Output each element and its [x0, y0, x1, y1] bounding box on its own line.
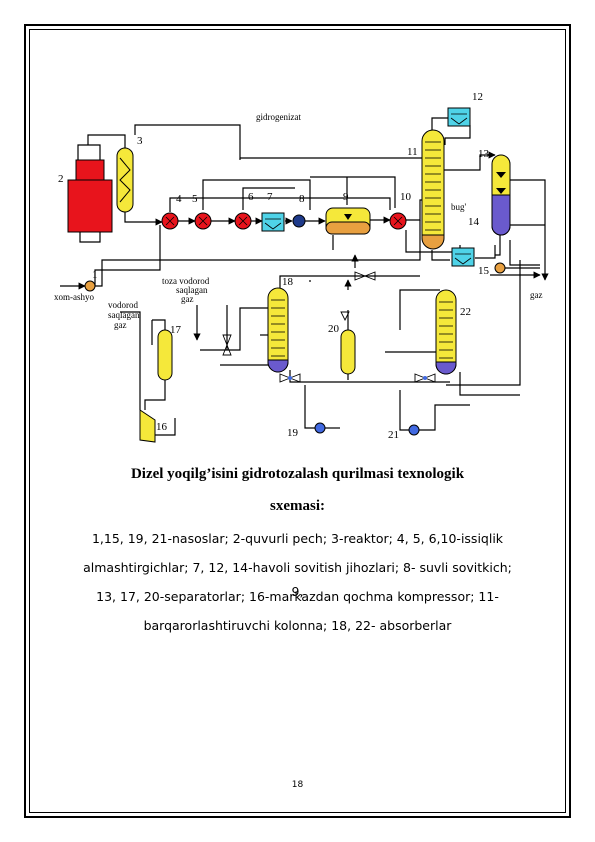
label-18: 18: [282, 276, 294, 288]
furnace-2: [67, 159, 113, 233]
label-13: 13: [478, 148, 490, 160]
stream-xom-ashyo: xom-ashyo: [54, 292, 94, 302]
air-cooler-7: [261, 212, 285, 232]
absorber-18: [267, 287, 289, 373]
stabilizing-column-11: [421, 129, 445, 250]
stream-bug: bug': [451, 202, 467, 212]
label-16: 16: [156, 421, 168, 433]
page-number: 18: [291, 780, 304, 790]
heat-exchanger-6: [234, 212, 252, 230]
label-9: 9: [343, 191, 349, 203]
valve-blue-18: [288, 376, 292, 380]
label-7: 7: [267, 191, 273, 203]
label-12: 12: [472, 91, 483, 103]
stream-vodorod-line3: gaz: [114, 320, 127, 330]
separator-13: [491, 154, 511, 236]
stream-gidrogenizat: gidrogenizat: [256, 112, 301, 122]
heat-exchanger-5: [194, 212, 212, 230]
pump-19: [314, 422, 326, 434]
heat-exchanger-10: [389, 212, 407, 230]
label-15: 15: [478, 265, 490, 277]
stream-vodorod-line1: vodorod: [108, 300, 138, 310]
reactor-3: [116, 147, 134, 213]
stream-toza-vodorod-line1: toza vodorod: [162, 276, 210, 286]
pipelines: [60, 117, 549, 436]
stream-vodorod-line2: saqlagan: [108, 310, 140, 320]
valve-blue-22: [423, 376, 427, 380]
label-8: 8: [299, 193, 305, 205]
label-5: 5: [192, 193, 198, 205]
label-1: 1: [92, 269, 98, 281]
caption-line3: 13, 17, 20-separatorlar; 16-markazdan qo…: [96, 589, 499, 604]
water-cooler-8: [292, 214, 306, 228]
caption-title-line1: Dizel yoqilg’isini gidrotozalash qurilma…: [130, 466, 465, 482]
label-22: 22: [460, 306, 471, 318]
page-border-outer: [24, 24, 571, 818]
stream-toza-vodorod-line3: gaz: [181, 294, 194, 304]
label-17: 17: [170, 324, 182, 336]
pump-21: [408, 424, 420, 436]
caption-line1: 1,15, 19, 21-nasoslar; 2-quvurli pech; 3…: [91, 531, 504, 546]
label-6: 6: [248, 191, 254, 203]
label-20: 20: [328, 323, 340, 335]
stream-toza-vodorod-line2: saqlagan: [176, 285, 208, 295]
label-14: 14: [468, 216, 480, 228]
pump-1: [84, 280, 96, 292]
caption-line2: almashtirgichlar; 7, 12, 14-havoli sovit…: [83, 560, 512, 599]
label-19: 19: [287, 427, 299, 439]
caption-title-line2: sxemasi:: [270, 498, 325, 514]
separator-20: [340, 329, 356, 375]
air-cooler-14: [451, 247, 475, 267]
process-scheme-diagram: 1 2 3 4 5 6 7 8 9 10 11 12 13 14 15 16 1…: [54, 91, 549, 443]
label-3: 3: [137, 135, 143, 147]
caption-line4: barqarorlashtiruvchi kolonna; 18, 22- ab…: [143, 618, 452, 633]
separator-17: [157, 329, 173, 381]
pump-15: [494, 262, 506, 274]
absorber-22: [435, 289, 457, 375]
compressor-16: [139, 409, 156, 443]
heat-exchanger-4: [161, 212, 179, 230]
label-11: 11: [407, 146, 418, 158]
label-4: 4: [176, 193, 182, 205]
separator-9: [325, 207, 371, 235]
air-cooler-12: [447, 107, 471, 127]
label-21: 21: [388, 429, 399, 441]
label-10: 10: [400, 191, 412, 203]
label-2: 2: [58, 173, 64, 185]
stream-gaz: gaz: [530, 290, 543, 300]
page-border-inner: [29, 29, 566, 813]
